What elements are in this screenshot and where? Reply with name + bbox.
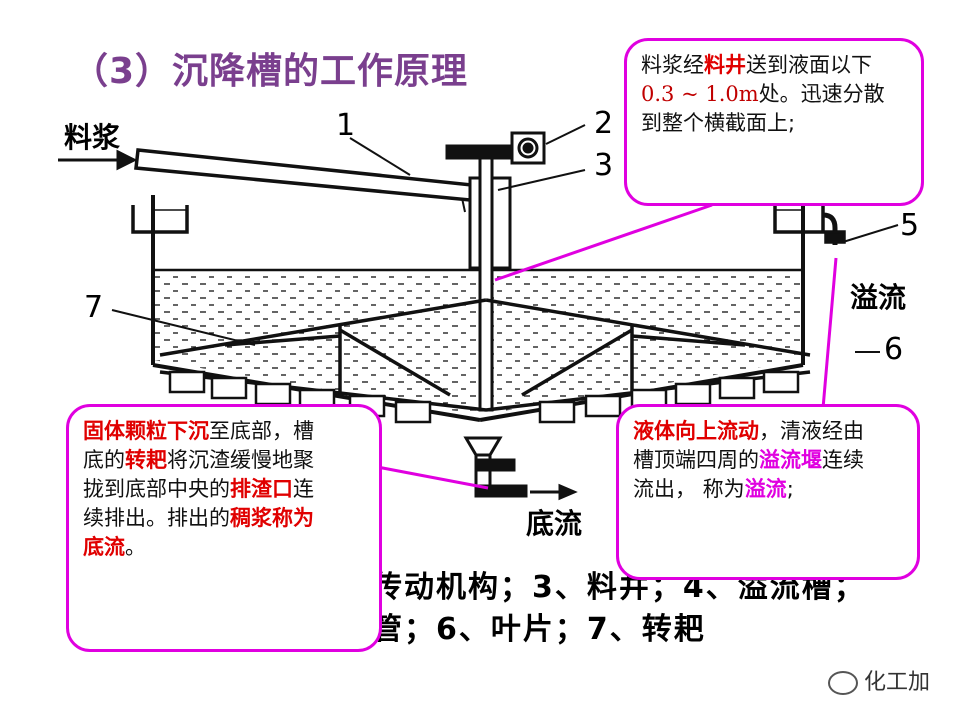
part-number-3: 3 — [594, 148, 614, 183]
wechat-icon — [827, 671, 858, 695]
left-overflow-trough — [131, 205, 189, 234]
brand-watermark: 化工加 — [827, 664, 930, 696]
part-number-5: 5 — [900, 208, 920, 243]
underflow-outlet — [463, 436, 528, 498]
slurry-zone — [153, 272, 803, 415]
callout-feed-well: 料浆经料井送到液面以下 0.3 ~ 1.0m处。迅速分散 到整个横截面上; — [624, 38, 924, 206]
part-number-2: 2 — [594, 106, 614, 141]
feed-label: 料浆 — [64, 121, 121, 154]
legend-line-2: 管；6、叶片；7、转耙 — [372, 612, 706, 647]
underflow-arrow — [530, 483, 578, 501]
callout-overflow: 液体向上流动，清液经由 槽顶端四周的溢流堰连续 流出， 称为溢流; — [616, 404, 920, 580]
page-title: （3）沉降槽的工作原理 — [72, 51, 469, 92]
overflow-label: 溢流 — [850, 281, 907, 314]
right-overflow-trough — [773, 205, 846, 245]
central-shaft — [478, 156, 494, 412]
feed-arrow — [58, 149, 138, 171]
rake-blades — [168, 370, 800, 424]
callout-settling: 固体颗粒下沉至底部，槽 底的转耙将沉渣缓慢地聚 拢到底部中央的排渣口连 续排出。… — [66, 404, 382, 652]
drive-mechanism — [445, 131, 546, 165]
part-number-6: 6 — [884, 332, 904, 367]
leader-lines — [111, 124, 899, 353]
part-number-1: 1 — [336, 108, 356, 143]
part-number-7: 7 — [84, 290, 104, 325]
underflow-label: 底流 — [526, 507, 583, 540]
